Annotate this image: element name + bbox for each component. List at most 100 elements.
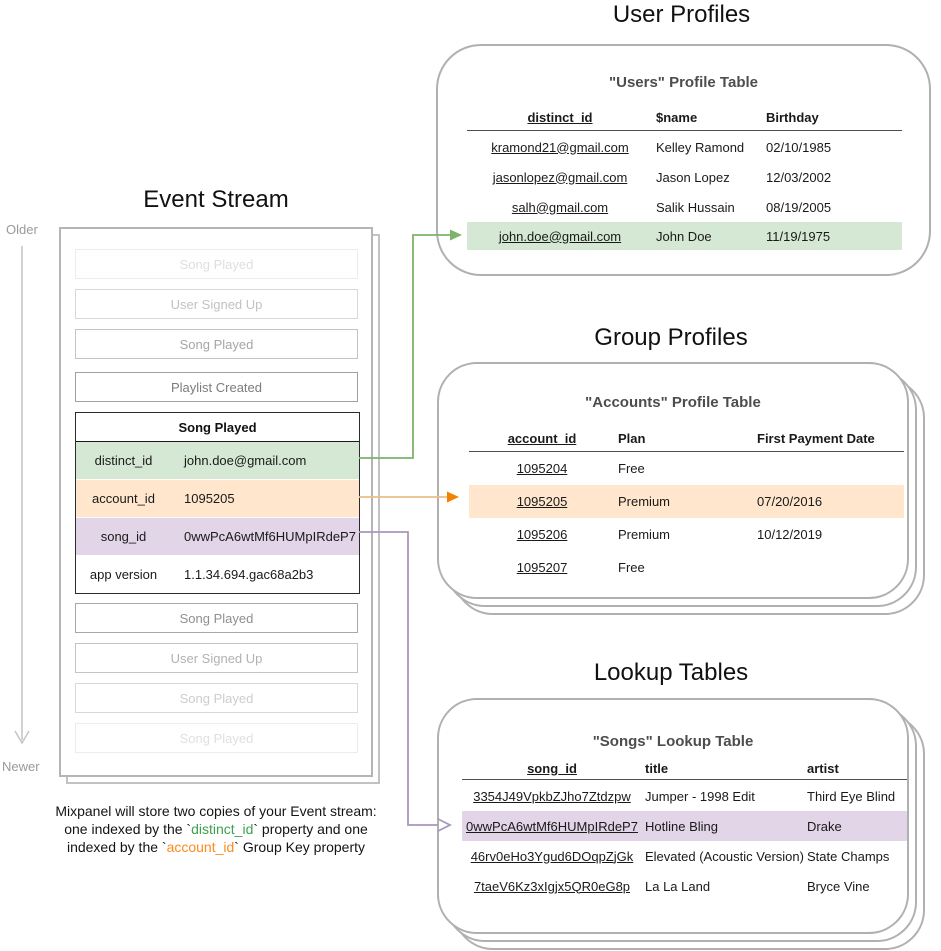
event-stream-heading: Event Stream	[143, 186, 289, 213]
col-header-distinct-id: distinct_id	[527, 109, 593, 125]
users-table: distinct_id $name Birthday kramond21@gma…	[467, 104, 902, 250]
table-row: salh@gmail.com Salik Hussain 08/19/2005	[467, 192, 902, 222]
table-row: 1095207 Free	[469, 551, 904, 584]
songs-lookup-panel: "Songs" Lookup Table song_id title artis…	[437, 698, 909, 934]
songs-table: song_id title artist 3354J49VpkbZJho7Ztd…	[462, 757, 907, 901]
table-row: 46rv0eHo3Ygud6DOqpZjGk Elevated (Acousti…	[462, 841, 907, 871]
col-header-birthday: Birthday	[766, 109, 819, 125]
cell-song-id: 0wwPcA6wtMf6HUMpIRdeP7	[466, 818, 638, 834]
cell-account-id: 1095207	[516, 560, 568, 575]
cell-distinct-id: salh@gmail.com	[511, 199, 609, 215]
event-property-account-id: account_id 1095205	[76, 479, 359, 517]
cell-name: Jason Lopez	[656, 169, 730, 185]
table-row: 1095204 Free	[469, 452, 904, 485]
property-value: john.doe@gmail.com	[184, 453, 307, 468]
event-song-played-5: Song Played	[75, 723, 358, 753]
songs-table-header: song_id title artist	[462, 757, 907, 779]
event-playlist-created: Playlist Created	[75, 372, 358, 402]
col-header-first-payment-date: First Payment Date	[757, 430, 875, 446]
expanded-event-card: Song Played distinct_id john.doe@gmail.c…	[75, 412, 360, 594]
caption-distinct-id-keyword: distinct_id	[191, 821, 254, 837]
cell-title: Jumper - 1998 Edit	[645, 788, 755, 804]
col-header-song-id: song_id	[527, 760, 577, 776]
event-song-played-2: Song Played	[75, 329, 358, 359]
expanded-event-title: Song Played	[76, 413, 359, 442]
caption-line2-post: ` property and one	[253, 821, 368, 837]
users-profile-panel: "Users" Profile Table distinct_id $name …	[436, 44, 931, 276]
cell-song-id: 46rv0eHo3Ygud6DOqpZjGk	[470, 848, 634, 864]
table-row: 7taeV6Kz3xIgjx5QR0eG8p La La Land Bryce …	[462, 871, 907, 901]
cell-song-id: 7taeV6Kz3xIgjx5QR0eG8p	[473, 878, 631, 894]
caption-line3-post: ` Group Key property	[234, 839, 366, 855]
table-row: kramond21@gmail.com Kelley Ramond 02/10/…	[467, 132, 902, 162]
table-row: 3354J49VpkbZJho7Ztdzpw Jumper - 1998 Edi…	[462, 781, 907, 811]
cell-name: Kelley Ramond	[656, 139, 745, 155]
col-header-account-id: account_id	[507, 430, 577, 446]
cell-title: Elevated (Acoustic Version)	[645, 848, 804, 864]
caption-line3-pre: indexed by the `	[66, 839, 167, 855]
cell-title: La La Land	[645, 878, 711, 894]
cell-first-payment-date: 10/12/2019	[757, 527, 823, 542]
event-song-played-1: Song Played	[75, 249, 358, 279]
cell-title: Hotline Bling	[645, 818, 718, 834]
col-header-name: $name	[656, 109, 698, 125]
users-header-rule	[467, 130, 902, 131]
col-header-title: title	[645, 760, 669, 776]
event-song-played-4: Song Played	[75, 683, 358, 713]
users-table-header: distinct_id $name Birthday	[467, 104, 902, 130]
cell-artist: Third Eye Blind	[807, 788, 896, 804]
songs-header-rule	[462, 779, 907, 780]
cell-name: Salik Hussain	[656, 199, 735, 215]
cell-account-id: 1095204	[516, 461, 568, 476]
property-key: song_id	[100, 529, 147, 544]
table-row: jasonlopez@gmail.com Jason Lopez 12/03/2…	[467, 162, 902, 192]
accounts-panel-title: "Accounts" Profile Table	[585, 394, 761, 411]
group-profiles-heading: Group Profiles	[594, 324, 748, 351]
cell-plan: Premium	[618, 527, 671, 542]
cell-birthday: 12/03/2002	[766, 169, 832, 185]
caption-line1: Mixpanel will store two copies of your E…	[55, 803, 377, 819]
property-key: distinct_id	[94, 453, 153, 468]
cell-plan: Premium	[618, 494, 671, 509]
property-key: app version	[89, 567, 158, 582]
event-property-distinct-id: distinct_id john.doe@gmail.com	[76, 442, 359, 479]
accounts-table-header: account_id Plan First Payment Date	[469, 425, 904, 451]
table-row: 1095206 Premium 10/12/2019	[469, 518, 904, 551]
property-value: 0wwPcA6wtMf6HUMpIRdeP7	[184, 529, 356, 544]
event-stream-container: Song Played User Signed Up Song Played P…	[59, 227, 373, 777]
event-song-played-3: Song Played	[75, 603, 358, 633]
cell-account-id: 1095206	[516, 527, 568, 542]
cell-distinct-id: kramond21@gmail.com	[491, 139, 629, 155]
table-row-highlighted-account: 1095205 Premium 07/20/2016	[469, 485, 904, 518]
event-property-song-id: song_id 0wwPcA6wtMf6HUMpIRdeP7	[76, 517, 359, 555]
songs-panel-title: "Songs" Lookup Table	[592, 733, 754, 750]
cell-name: John Doe	[656, 228, 712, 244]
users-panel-title: "Users" Profile Table	[609, 74, 758, 91]
lookup-tables-heading: Lookup Tables	[593, 659, 749, 686]
event-user-signed-up-1: User Signed Up	[75, 289, 358, 319]
cell-birthday: 08/19/2005	[766, 199, 832, 215]
cell-first-payment-date: 07/20/2016	[757, 494, 823, 509]
cell-distinct-id: jasonlopez@gmail.com	[492, 169, 628, 185]
cell-birthday: 02/10/1985	[766, 139, 832, 155]
table-row-highlighted-user: john.doe@gmail.com John Doe 11/19/1975	[467, 222, 902, 250]
property-key: account_id	[92, 491, 155, 506]
user-profiles-heading: User Profiles	[612, 1, 751, 28]
cell-account-id: 1095205	[516, 494, 568, 509]
cell-artist: Bryce Vine	[807, 878, 870, 894]
cell-plan: Free	[618, 461, 645, 476]
cell-artist: Drake	[807, 818, 842, 834]
footnote-caption: Mixpanel will store two copies of your E…	[10, 802, 422, 856]
col-header-artist: artist	[807, 760, 839, 776]
cell-plan: Free	[618, 560, 645, 575]
col-header-plan: Plan	[618, 430, 646, 446]
cell-birthday: 11/19/1975	[766, 228, 831, 244]
caption-line2-pre: one indexed by the `	[64, 821, 192, 837]
cell-distinct-id: john.doe@gmail.com	[498, 228, 622, 244]
table-row-highlighted-song: 0wwPcA6wtMf6HUMpIRdeP7 Hotline Bling Dra…	[462, 811, 907, 841]
cell-artist: State Champs	[807, 848, 890, 864]
timeline-arrowhead-icon	[14, 730, 30, 745]
accounts-table: account_id Plan First Payment Date 10952…	[469, 425, 904, 584]
accounts-header-rule	[469, 451, 904, 452]
